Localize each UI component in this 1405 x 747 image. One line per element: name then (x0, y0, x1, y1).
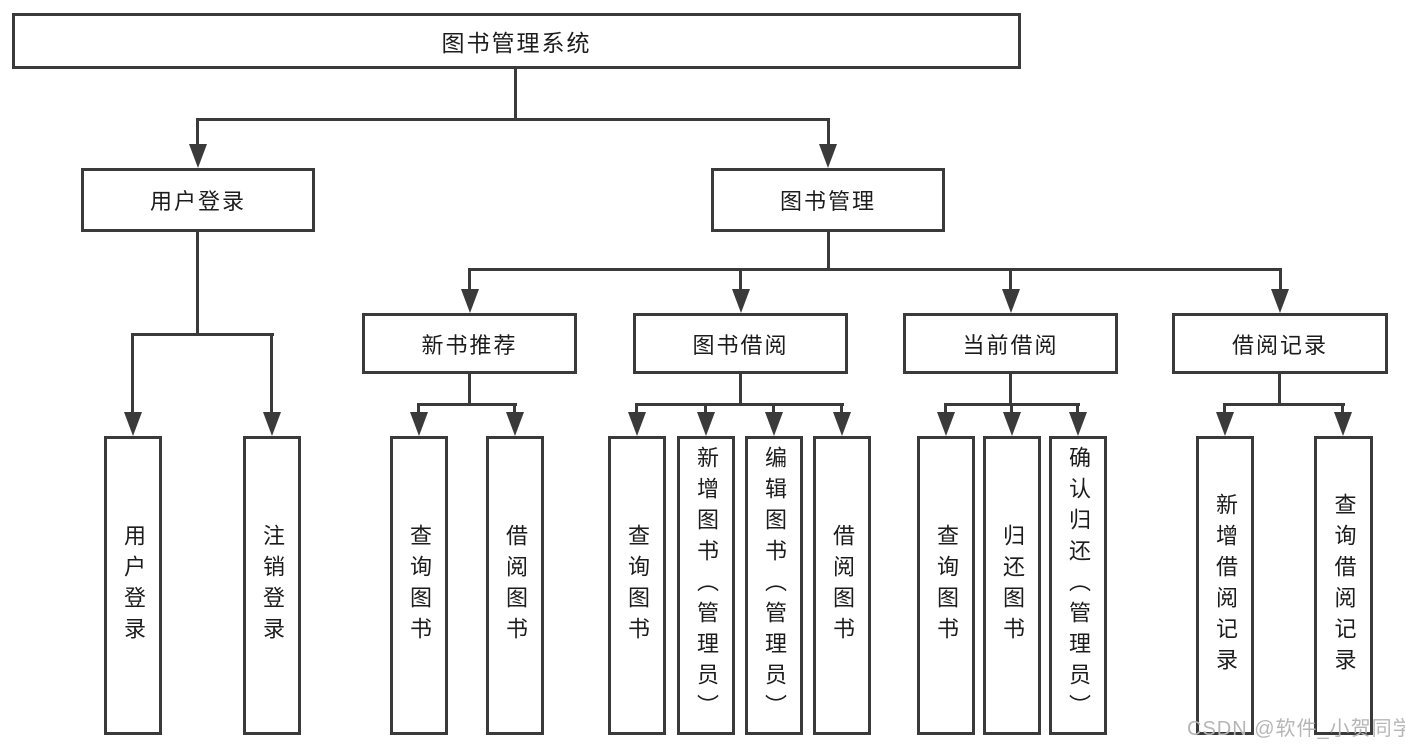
arrow-to-new-book-recommend (461, 289, 479, 313)
connector-stem-query-borrow-record (1341, 403, 1344, 416)
watermark: CSDN @软件_小贺同学 (1187, 718, 1405, 740)
connector-stem-new-book-recommend (468, 269, 471, 293)
connector-user-login-vline (196, 232, 199, 335)
arrow-to-current-borrow (1002, 289, 1020, 313)
connector-book-management-vline (827, 232, 830, 270)
arrow-to-borrow-books (833, 412, 851, 436)
connector-stem-borrow-records (1279, 269, 1282, 293)
arrow-to-borrow-records (1271, 289, 1289, 313)
arrow-to-leaf-user-login (124, 412, 142, 436)
arrow-to-add-books-admin (697, 412, 715, 436)
connector-borrow-vline (739, 374, 742, 405)
connector-stem-return-books (1010, 403, 1013, 416)
leaf-query-borrow-record: 查询借阅记录 (1314, 436, 1373, 735)
connector-stem-borrow-books-recommend (513, 403, 516, 416)
connector-stem-user-login (196, 119, 199, 147)
arrow-to-leaf-logout (263, 412, 281, 436)
connector-root-hline (196, 118, 830, 121)
connector-root-vline (514, 69, 517, 120)
node-root-library-system: 图书管理系统 (12, 13, 1021, 69)
connector-stem-query-books-recommend (417, 403, 420, 416)
arrow-to-book-borrow (732, 289, 750, 313)
connector-stem-leaf-user-login (131, 333, 134, 415)
connector-stem-query-books-current (944, 403, 947, 416)
connector-stem-book-management (827, 119, 830, 147)
connector-stem-add-borrow-record (1223, 403, 1226, 416)
connector-stem-confirm-return-admin (1076, 403, 1079, 416)
arrow-to-book-management (819, 144, 837, 168)
node-new-book-recommend: 新书推荐 (362, 313, 577, 374)
connector-current-vline (1009, 374, 1012, 405)
arrow-to-query-books-current (937, 412, 955, 436)
leaf-confirm-return-admin: 确认归还（管理员） (1049, 436, 1107, 735)
leaf-add-borrow-record: 新增借阅记录 (1196, 436, 1254, 735)
arrow-to-query-books-borrow (628, 412, 646, 436)
leaf-borrow-books: 借阅图书 (813, 436, 871, 735)
connector-records-hline (1223, 403, 1345, 406)
arrow-to-query-books-recommend (410, 412, 428, 436)
leaf-query-books-borrow: 查询图书 (608, 436, 666, 735)
connector-recommend-hline (417, 403, 517, 406)
arrow-to-user-login (189, 144, 207, 168)
connector-stem-leaf-logout (270, 333, 273, 415)
leaf-edit-books-admin: 编辑图书（管理员） (745, 436, 803, 735)
node-book-management: 图书管理 (711, 168, 945, 232)
arrow-to-confirm-return-admin (1069, 412, 1087, 436)
leaf-add-books-admin: 新增图书（管理员） (677, 436, 735, 735)
arrow-to-return-books (1003, 412, 1021, 436)
connector-stem-current-borrow (1009, 269, 1012, 293)
node-user-login: 用户登录 (81, 168, 315, 232)
arrow-to-edit-books-admin (765, 412, 783, 436)
node-current-borrow: 当前借阅 (903, 313, 1118, 374)
node-book-borrow: 图书借阅 (633, 313, 848, 374)
connector-stem-borrow-books (840, 403, 843, 416)
connector-records-vline (1278, 374, 1281, 405)
leaf-user-login: 用户登录 (104, 436, 162, 735)
connector-stem-query-books-borrow (635, 403, 638, 416)
connector-book-management-hline (468, 268, 1282, 271)
connector-stem-book-borrow (739, 269, 742, 293)
connector-stem-add-books-admin (704, 403, 707, 416)
connector-stem-edit-books-admin (772, 403, 775, 416)
leaf-query-books-recommend: 查询图书 (390, 436, 448, 735)
node-borrow-records: 借阅记录 (1172, 313, 1388, 374)
arrow-to-borrow-books-recommend (506, 412, 524, 436)
leaf-query-books-current: 查询图书 (917, 436, 975, 735)
connector-recommend-vline (468, 374, 471, 405)
leaf-return-books: 归还图书 (983, 436, 1041, 735)
leaf-borrow-books-recommend: 借阅图书 (486, 436, 544, 735)
arrow-to-add-borrow-record (1216, 412, 1234, 436)
arrow-to-query-borrow-record (1334, 412, 1352, 436)
connector-borrow-hline (635, 403, 844, 406)
connector-user-login-hline (131, 333, 274, 336)
leaf-logout: 注销登录 (243, 436, 301, 735)
